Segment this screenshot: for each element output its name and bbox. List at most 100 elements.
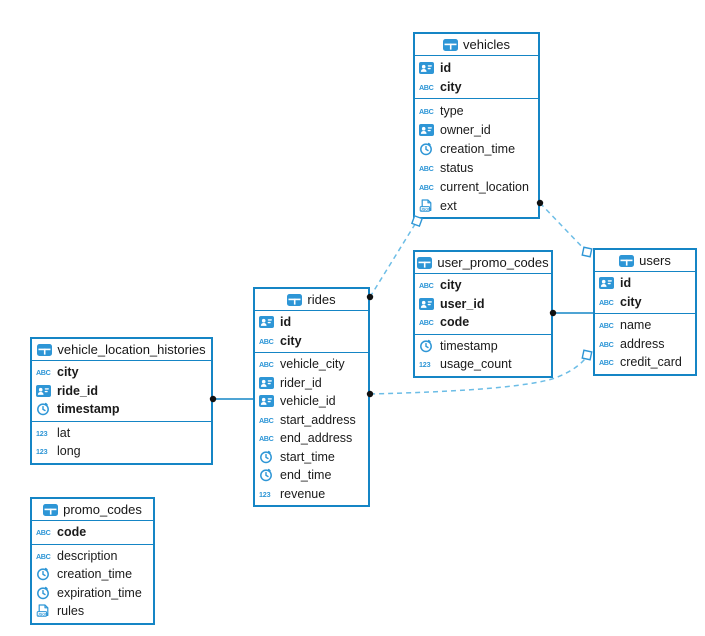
column-label: credit_card	[620, 355, 682, 370]
table-icon	[443, 38, 459, 51]
column-label: expiration_time	[57, 585, 142, 600]
table-header[interactable]: rides	[255, 289, 368, 311]
svg-text:ABC: ABC	[419, 83, 434, 92]
number-type-icon: 123	[36, 444, 53, 458]
column-end-address: ABC end_address	[255, 429, 368, 448]
time-type-icon	[419, 142, 436, 156]
table-icon	[43, 503, 59, 516]
table-header[interactable]: vehicles	[415, 34, 538, 56]
table-title: vehicles	[463, 37, 510, 52]
string-type-icon: ABC	[419, 104, 436, 118]
string-type-icon: ABC	[599, 295, 616, 309]
table-title: rides	[307, 292, 336, 307]
uuid-type-icon	[259, 394, 276, 408]
column-label: code	[57, 525, 87, 540]
column-label: user_id	[440, 296, 485, 311]
string-type-icon: ABC	[419, 315, 436, 329]
column-label: end_time	[280, 468, 332, 483]
column-label: owner_id	[440, 122, 491, 137]
column-type: ABC type	[415, 101, 538, 120]
uuid-type-icon	[259, 315, 276, 329]
column-label: lat	[57, 425, 71, 440]
table-header[interactable]: vehicle_location_histories	[32, 339, 211, 361]
svg-text:ABC: ABC	[36, 552, 51, 561]
primary-key-section: ABC code	[32, 521, 153, 545]
svg-text:123: 123	[419, 360, 431, 369]
column-label: revenue	[280, 486, 326, 501]
relation-vehicles-to-users[interactable]	[539, 202, 588, 253]
table-header[interactable]: promo_codes	[32, 499, 153, 521]
uuid-type-icon	[419, 123, 436, 137]
svg-text:ABC: ABC	[419, 107, 434, 116]
column-label: id	[440, 60, 452, 75]
number-type-icon: 123	[36, 426, 53, 440]
uuid-type-icon	[599, 276, 616, 290]
string-type-icon: ABC	[419, 161, 436, 175]
relation-rides-to-users[interactable]	[369, 355, 588, 395]
column-label: usage_count	[440, 357, 512, 372]
table-icon	[287, 293, 303, 306]
number-type-icon: 123	[419, 357, 436, 371]
svg-text:123: 123	[36, 429, 48, 438]
table-title: user_promo_codes	[437, 255, 549, 270]
pk-column-city: ABC city	[415, 276, 551, 295]
table-header[interactable]: user_promo_codes	[415, 252, 551, 274]
column-label: creation_time	[440, 141, 516, 156]
pk-column-id: id	[255, 313, 368, 332]
string-type-icon: ABC	[259, 357, 276, 371]
svg-text:123: 123	[36, 447, 48, 456]
column-label: city	[57, 365, 79, 380]
string-type-icon: ABC	[599, 355, 616, 369]
column-label: rules	[57, 604, 85, 619]
column-rider-id: rider_id	[255, 374, 368, 393]
svg-text:123: 123	[259, 490, 271, 499]
time-type-icon	[36, 567, 53, 581]
json-type-icon: JSON	[36, 604, 53, 618]
column-end-time: end_time	[255, 466, 368, 485]
table-header[interactable]: users	[595, 250, 695, 272]
relation-rides-to-vehicles[interactable]	[369, 220, 418, 298]
string-type-icon: ABC	[36, 549, 53, 563]
pk-column-timestamp: timestamp	[32, 400, 211, 419]
table-icon	[417, 256, 433, 269]
svg-text:ABC: ABC	[599, 321, 614, 330]
svg-text:ABC: ABC	[259, 337, 274, 346]
string-type-icon: ABC	[259, 431, 276, 445]
string-type-icon: ABC	[419, 278, 436, 292]
column-label: id	[620, 276, 632, 291]
string-type-icon: ABC	[36, 525, 53, 539]
column-label: timestamp	[440, 338, 498, 353]
column-usage-count: 123 usage_count	[415, 355, 551, 374]
column-label: timestamp	[57, 402, 120, 417]
table-title: promo_codes	[63, 502, 142, 517]
svg-text:ABC: ABC	[419, 281, 434, 290]
column-label: end_address	[280, 431, 353, 446]
column-owner-id: owner_id	[415, 120, 538, 139]
column-label: name	[620, 318, 652, 333]
string-type-icon: ABC	[259, 413, 276, 427]
column-revenue: 123 revenue	[255, 485, 368, 504]
svg-text:ABC: ABC	[599, 340, 614, 349]
column-label: city	[440, 278, 462, 293]
column-label: type	[440, 103, 464, 118]
svg-text:ABC: ABC	[419, 183, 434, 192]
